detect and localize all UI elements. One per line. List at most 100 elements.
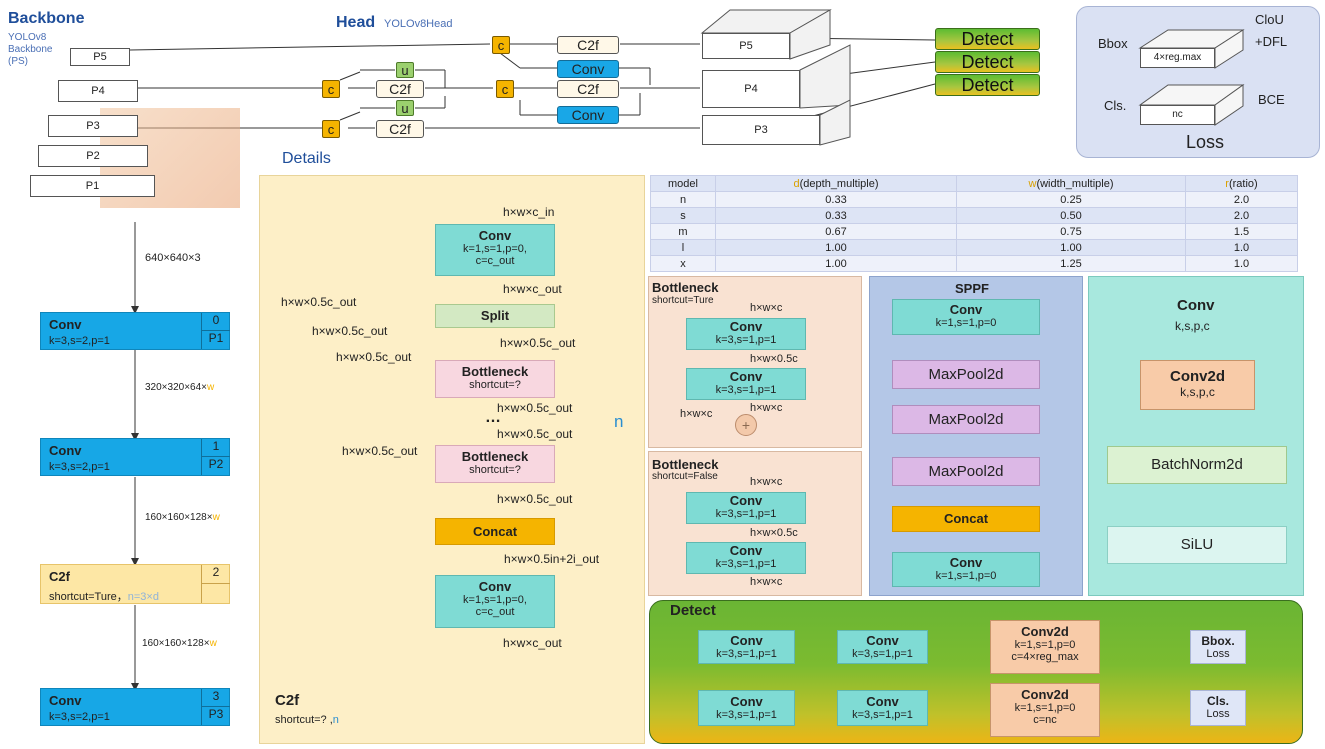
conv-block-silu: SiLU — [1107, 526, 1287, 564]
head-concat-2: c — [322, 80, 340, 98]
backbone-level-p2: P2 — [38, 145, 148, 167]
c2f-conv-out-p2: c=c_out — [475, 606, 515, 618]
detect-cls-loss-name: Cls. — [1206, 694, 1229, 708]
head-c2f-3: C2f — [557, 36, 619, 54]
bneck-true-conv-1-params: k=3,s=1,p=1 — [715, 334, 777, 346]
stage-3-index-cell: 3 P3 — [201, 689, 230, 725]
stage-0-index: 0 — [202, 313, 230, 331]
head-upsample-2: u — [396, 100, 414, 116]
stage-1-index: 1 — [202, 439, 230, 457]
c2f-n-label: n — [614, 412, 624, 431]
head-upsample-1: u — [396, 62, 414, 78]
sppf-maxpool-1: MaxPool2d — [892, 360, 1040, 389]
head-level-p5: P5 — [702, 33, 790, 59]
bottleneck-false-title: Bottleneck — [652, 457, 719, 472]
c2f-dim-out: h×w×c_out — [503, 636, 562, 650]
c2f-bottleneck-1-shortcut: shortcut=? — [469, 379, 521, 391]
backbone-level-p4: P4 — [58, 80, 138, 102]
head-conv-1: Conv — [557, 60, 619, 78]
stage-1-params: k=3,s=2,p=1 — [49, 461, 110, 473]
detect-cls-conv-1: Conv k=3,s=1,p=1 — [698, 690, 795, 726]
sppf-conv-out-name: Conv — [949, 555, 983, 570]
conv-block-batchnorm: BatchNorm2d — [1107, 446, 1287, 484]
c2f-dim-b2-out: h×w×0.5c_out — [497, 492, 573, 506]
loss-tensor-depth — [1138, 29, 1245, 126]
conv-block-title: Conv — [1177, 297, 1215, 314]
stage-0-level: P1 — [208, 331, 224, 345]
c2f-conv-out-p1: k=1,s=1,p=0, — [463, 594, 527, 606]
c2f-title: C2f — [275, 692, 300, 709]
backbone-stage-2: C2f shortcut=Ture，n=3×d 2 — [40, 564, 230, 604]
detect-cls-loss: Cls. Loss — [1190, 690, 1246, 726]
loss-bce-label: BCE — [1258, 92, 1285, 107]
loss-bbox-label: Bbox — [1098, 36, 1128, 51]
bneck-false-conv-2-name: Conv — [729, 543, 763, 558]
head-c2f-4: C2f — [557, 80, 619, 98]
conv-block-conv2d-params: k,s,p,c — [1180, 385, 1215, 399]
detect-bbox-conv-1-params: k=3,s=1,p=1 — [716, 648, 777, 660]
c2f-bottleneck-2: Bottleneck shortcut=? — [435, 445, 555, 483]
detect-cls-conv2d: Conv2d k=1,s=1,p=0 c=nc — [990, 683, 1100, 737]
table-header-d: d(depth_multiple) — [715, 175, 957, 192]
backbone-dim-3: 160×160×128×w — [142, 638, 217, 649]
stage-3-params: k=3,s=2,p=1 — [49, 711, 110, 723]
backbone-level-p1: P1 — [30, 175, 155, 197]
stage-2-index-cell: 2 — [201, 565, 230, 603]
backbone-subtitle-line2: Backbone — [8, 44, 53, 55]
stage-2-params: shortcut=Ture，n=3×d — [49, 591, 159, 603]
bneck-true-add: + — [735, 414, 757, 436]
table-header-r: r(ratio) — [1185, 175, 1298, 192]
backbone-level-p3: P3 — [48, 115, 138, 137]
head-level-p4: P4 — [702, 70, 800, 108]
c2f-concat: Concat — [435, 518, 555, 545]
bneck-false-conv-2: Conv k=3,s=1,p=1 — [686, 542, 806, 574]
sppf-maxpool-2: MaxPool2d — [892, 405, 1040, 434]
detect-bbox-conv-1: Conv k=3,s=1,p=1 — [698, 630, 795, 664]
detect-bbox-conv-1-name: Conv — [730, 633, 763, 648]
bneck-true-dim-out: h×w×c — [750, 402, 783, 414]
sppf-conv-in: Conv k=1,s=1,p=0 — [892, 299, 1040, 335]
sppf-conv-out-params: k=1,s=1,p=0 — [935, 570, 997, 582]
table-header-row: model d(depth_multiple) w(width_multiple… — [650, 175, 1298, 192]
c2f-dim-in: h×w×c_in — [503, 205, 555, 219]
c2f-conv-out-name: Conv — [478, 579, 512, 594]
details-title: Details — [282, 150, 331, 167]
bneck-true-conv-2-params: k=3,s=1,p=1 — [715, 384, 777, 396]
detect-cls-conv-2: Conv k=3,s=1,p=1 — [837, 690, 928, 726]
bneck-true-conv-2-name: Conv — [729, 369, 763, 384]
backbone-input-dim: 640×640×3 — [145, 252, 201, 264]
backbone-dim-1: 320×320×64×w — [145, 382, 215, 393]
c2f-bottleneck-2-name: Bottleneck — [461, 449, 529, 464]
sppf-concat: Concat — [892, 506, 1040, 532]
bneck-false-dim-out: h×w×c — [750, 576, 783, 588]
bneck-false-conv-1: Conv k=3,s=1,p=1 — [686, 492, 806, 524]
backbone-stage-0: Conv k=3,s=2,p=1 0 P1 — [40, 312, 230, 350]
detect-bbox-loss: Bbox. Loss — [1190, 630, 1246, 664]
bottleneck-true-title: Bottleneck — [652, 280, 719, 295]
c2f-dim-b2-in: h×w×0.5c_out — [497, 427, 573, 441]
head-concat-1: c — [492, 36, 510, 54]
bneck-false-dim-in: h×w×c — [750, 476, 783, 488]
head-c2f-2: C2f — [376, 120, 424, 138]
stage-0-params: k=3,s=2,p=1 — [49, 335, 110, 347]
backbone-subtitle: YOLOv8 Backbone (PS) — [8, 32, 52, 68]
backbone-level-p5: P5 — [70, 48, 130, 66]
bneck-true-dim-left: h×w×c — [680, 408, 713, 420]
table-header-model: model — [650, 175, 716, 192]
detect-cls-conv2d-params: k=1,s=1,p=0 — [1014, 702, 1076, 714]
detect-bbox-loss-label: Loss — [1206, 648, 1230, 660]
bottleneck-false-subtitle: shortcut=False — [652, 471, 718, 482]
backbone-subtitle-line3: (PS) — [8, 56, 28, 67]
c2f-bottleneck-1-name: Bottleneck — [461, 364, 529, 379]
stage-2-index: 2 — [202, 565, 230, 584]
c2f-dim-b1-out: h×w×0.5c_out — [497, 401, 573, 415]
loss-title: Loss — [1186, 132, 1225, 152]
bneck-true-dim-mid: h×w×0.5c — [750, 353, 798, 365]
bneck-false-conv-1-params: k=3,s=1,p=1 — [715, 508, 777, 520]
c2f-dim-left-2: h×w×0.5c_out — [312, 324, 388, 338]
backbone-stage-3: Conv k=3,s=2,p=1 3 P3 — [40, 688, 230, 726]
c2f-dim-after-conv: h×w×c_out — [503, 282, 562, 296]
